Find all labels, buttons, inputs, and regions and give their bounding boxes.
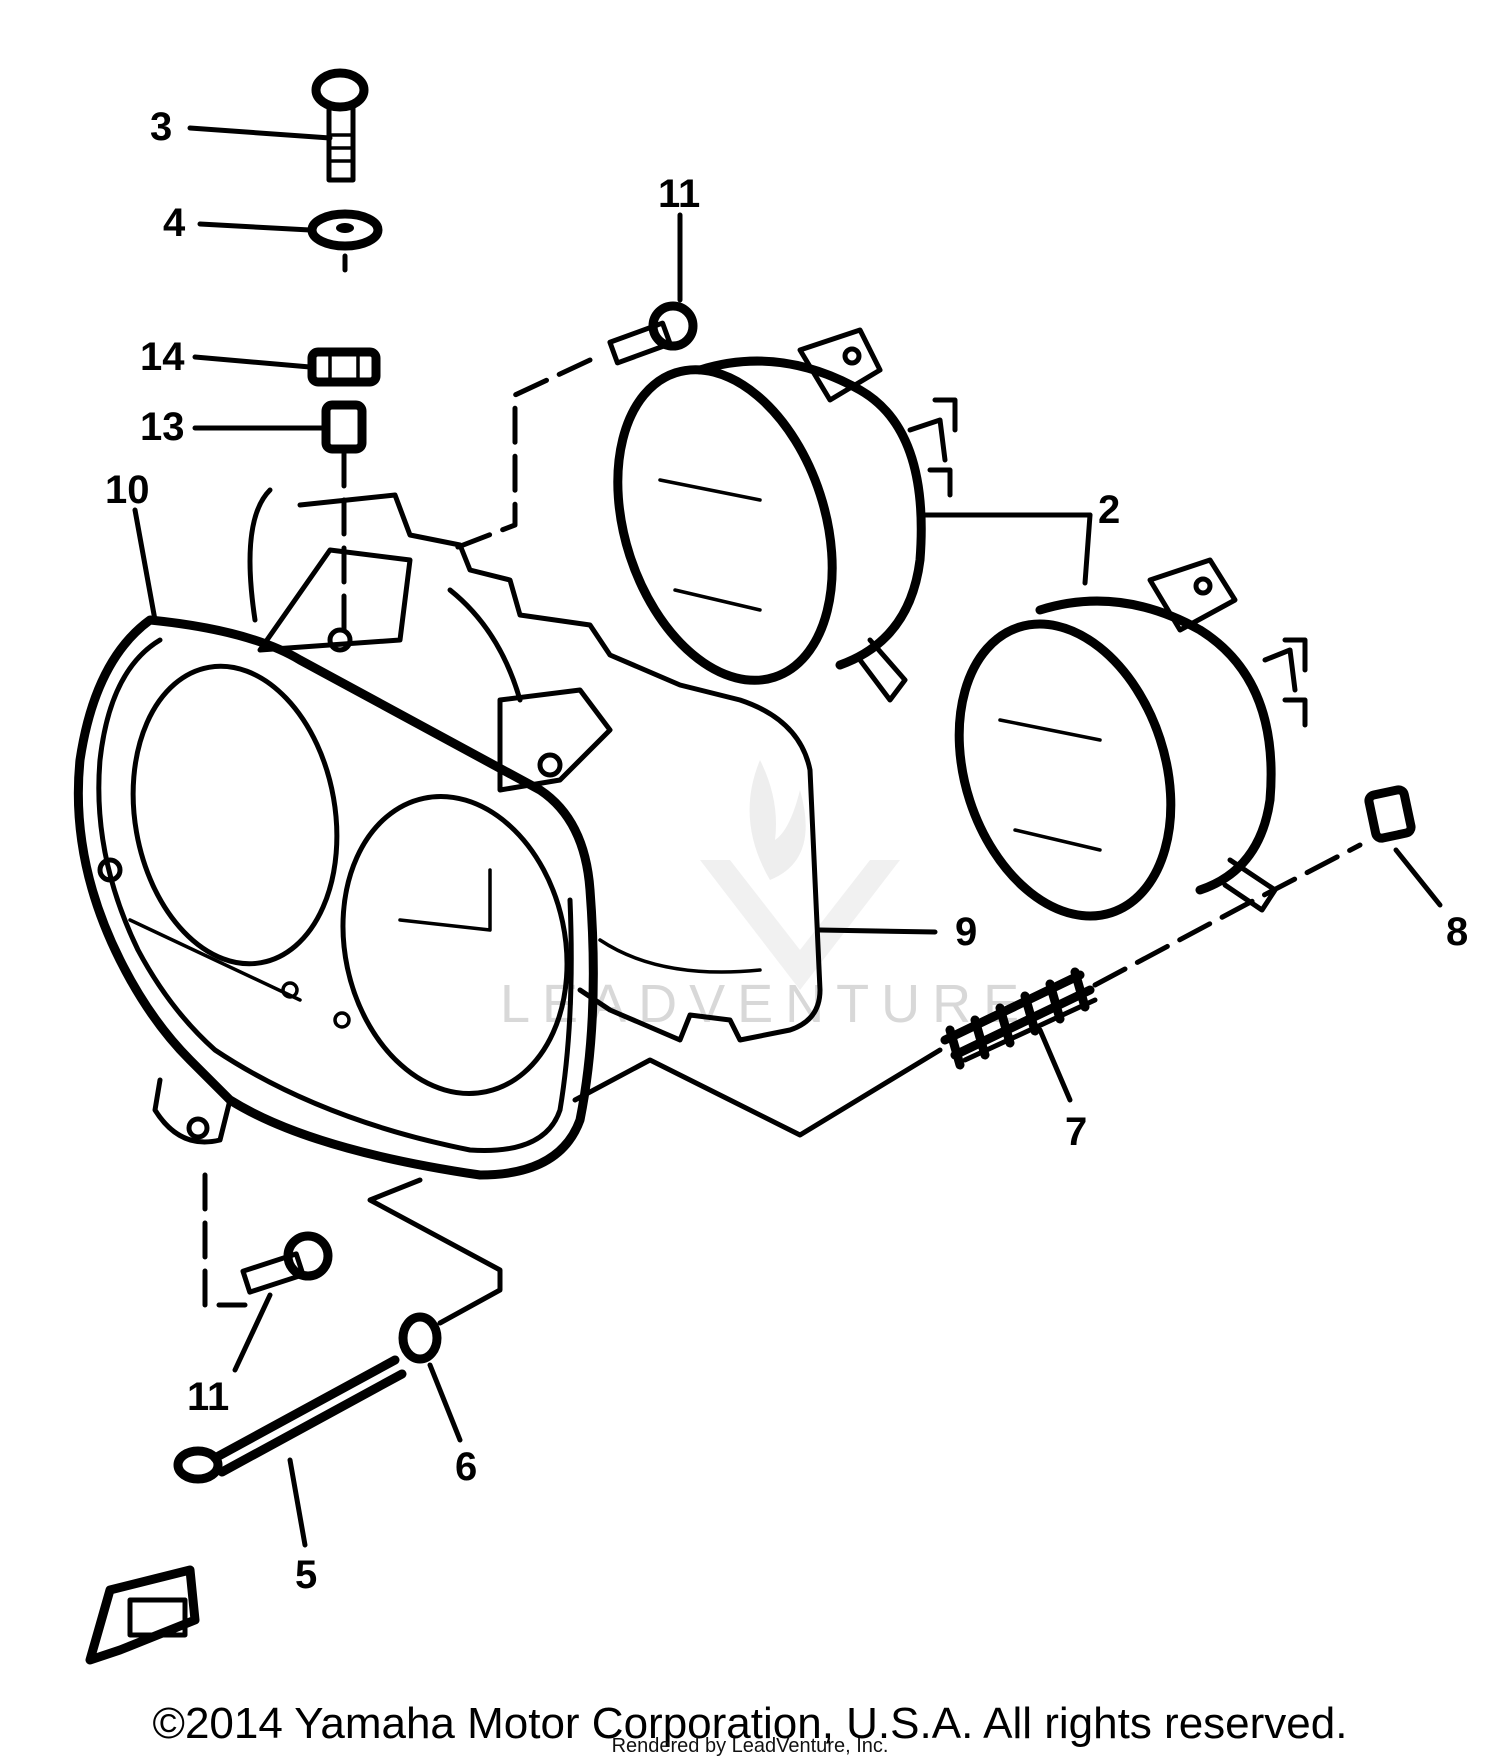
part-5-long-bolt bbox=[173, 1355, 407, 1548]
callout-10: 10 bbox=[105, 468, 150, 512]
part-4-washer bbox=[307, 209, 383, 273]
part-8-nut bbox=[1364, 785, 1443, 908]
part-10-headlight-housing bbox=[73, 487, 613, 1180]
callout-2: 2 bbox=[1098, 488, 1120, 532]
part-14-nut bbox=[307, 347, 381, 387]
callout-11-upper: 11 bbox=[658, 172, 700, 216]
watermark-logo bbox=[700, 760, 900, 990]
leader-lines bbox=[132, 125, 1093, 623]
callout-11-lower: 11 bbox=[187, 1375, 229, 1419]
fwd-arrow-badge bbox=[85, 1565, 200, 1665]
exploded-view-drawing: LEADVENTURE bbox=[73, 68, 1468, 1665]
callout-7: 7 bbox=[1065, 1110, 1087, 1154]
callout-14: 14 bbox=[140, 335, 185, 379]
rendered-by-notice: Rendered by LeadVenture, Inc. bbox=[611, 1735, 889, 1757]
part-2-headlight-unit-upper bbox=[613, 327, 958, 703]
part-13-collar bbox=[321, 400, 367, 643]
part-11-bolt-lower bbox=[202, 1172, 333, 1373]
callout-5: 5 bbox=[295, 1553, 317, 1597]
part-6-nut bbox=[367, 1177, 503, 1443]
part-9-cover-plate bbox=[297, 492, 938, 1043]
part-7-spring bbox=[572, 842, 1363, 1138]
part-2-headlight-unit-lower bbox=[922, 512, 1308, 921]
callout-6: 6 bbox=[455, 1445, 477, 1489]
part-3-screw bbox=[311, 68, 369, 183]
callout-8: 8 bbox=[1446, 910, 1468, 954]
copyright-notice: ©2014 Yamaha Motor Corporation, U.S.A. A… bbox=[152, 1699, 1348, 1748]
callout-3: 3 bbox=[150, 105, 172, 149]
callout-4: 4 bbox=[163, 201, 186, 245]
watermark-text: LEADVENTURE bbox=[500, 974, 1031, 1034]
part-11-bolt-upper bbox=[442, 301, 698, 555]
callout-13: 13 bbox=[140, 405, 185, 449]
callout-9: 9 bbox=[955, 910, 977, 954]
